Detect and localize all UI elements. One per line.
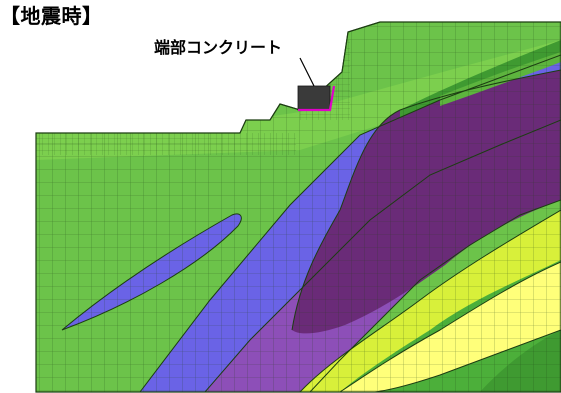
concrete-callout-label: 端部コンクリート	[154, 38, 283, 57]
end-concrete-edge	[298, 85, 336, 112]
end-concrete-block	[297, 85, 331, 111]
callout-leader-line	[299, 57, 315, 87]
model-outline	[35, 21, 561, 393]
page-title: 【地震時】	[0, 4, 103, 28]
